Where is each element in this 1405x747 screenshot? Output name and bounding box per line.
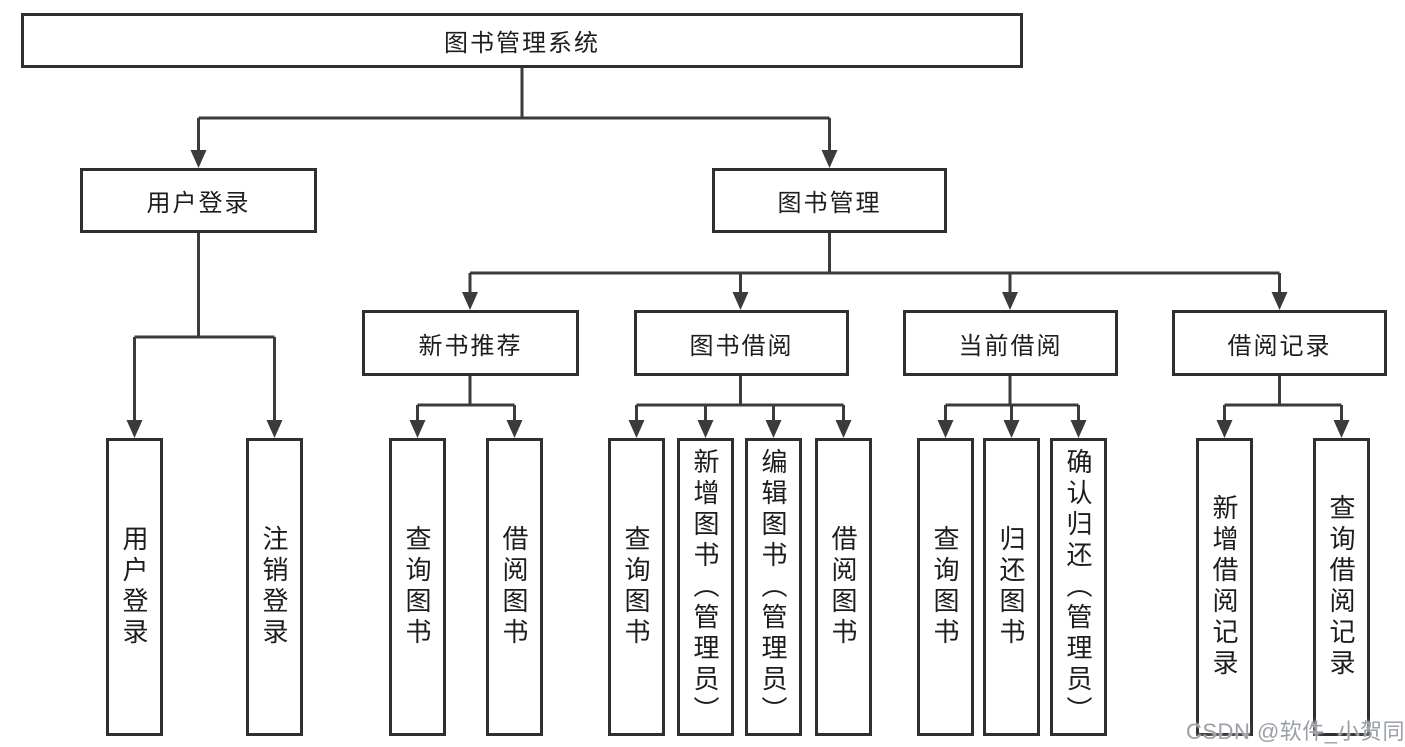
leaf-label: 新增借阅记录 bbox=[1209, 494, 1239, 680]
leaf-query-books-current: 查询图书 bbox=[917, 438, 974, 736]
leaf-label: 查询图书 bbox=[930, 525, 960, 649]
leaf-confirm-return-admin: 确认归还（管理员） bbox=[1050, 438, 1107, 736]
leaf-edit-books-admin: 编辑图书（管理员） bbox=[745, 438, 802, 736]
leaf-label: 查询图书 bbox=[621, 525, 651, 649]
csdn-watermark: CSDN @软件_小贺同学 bbox=[1186, 719, 1405, 744]
leaf-label: 归还图书 bbox=[996, 525, 1026, 649]
leaf-add-books-admin: 新增图书（管理员） bbox=[677, 438, 734, 736]
leaf-label: 借阅图书 bbox=[828, 525, 858, 649]
node-library-management-system: 图书管理系统 bbox=[21, 13, 1023, 68]
leaf-query-books-recommend: 查询图书 bbox=[389, 438, 446, 736]
leaf-label: 编辑图书（管理员） bbox=[758, 447, 788, 727]
node-label: 图书借阅 bbox=[689, 332, 794, 360]
node-user-login: 用户登录 bbox=[80, 168, 317, 233]
leaf-label: 确认归还（管理员） bbox=[1063, 447, 1093, 727]
node-book-borrow: 图书借阅 bbox=[634, 310, 849, 376]
leaf-label: 借阅图书 bbox=[499, 525, 529, 649]
leaf-borrow-books: 借阅图书 bbox=[815, 438, 872, 736]
leaf-query-borrow-record: 查询借阅记录 bbox=[1313, 438, 1370, 736]
node-book-management: 图书管理 bbox=[712, 168, 947, 233]
node-label: 用户登录 bbox=[146, 190, 251, 217]
node-new-book-recommend: 新书推荐 bbox=[362, 310, 579, 376]
node-label: 当前借阅 bbox=[958, 332, 1063, 360]
leaf-borrow-books-recommend: 借阅图书 bbox=[486, 438, 543, 736]
leaf-label: 注销登录 bbox=[259, 525, 289, 649]
node-label: 图书管理 bbox=[777, 190, 882, 217]
leaf-query-books-borrow: 查询图书 bbox=[608, 438, 665, 736]
leaf-return-books: 归还图书 bbox=[983, 438, 1040, 736]
node-borrow-records: 借阅记录 bbox=[1172, 310, 1387, 376]
node-current-borrow: 当前借阅 bbox=[903, 310, 1118, 376]
leaf-label: 用户登录 bbox=[119, 525, 149, 649]
leaf-logout: 注销登录 bbox=[246, 438, 303, 736]
leaf-label: 新增图书（管理员） bbox=[690, 447, 720, 727]
leaf-label: 查询借阅记录 bbox=[1326, 494, 1356, 680]
leaf-label: 查询图书 bbox=[402, 525, 432, 649]
leaf-user-login: 用户登录 bbox=[106, 438, 163, 736]
connector-lines bbox=[133, 68, 1343, 422]
leaf-add-borrow-record: 新增借阅记录 bbox=[1196, 438, 1253, 736]
node-label: 借阅记录 bbox=[1227, 332, 1332, 360]
arrowhead-icons bbox=[126, 150, 1350, 438]
node-label: 新书推荐 bbox=[418, 332, 523, 360]
node-label: 图书管理系统 bbox=[444, 30, 600, 57]
